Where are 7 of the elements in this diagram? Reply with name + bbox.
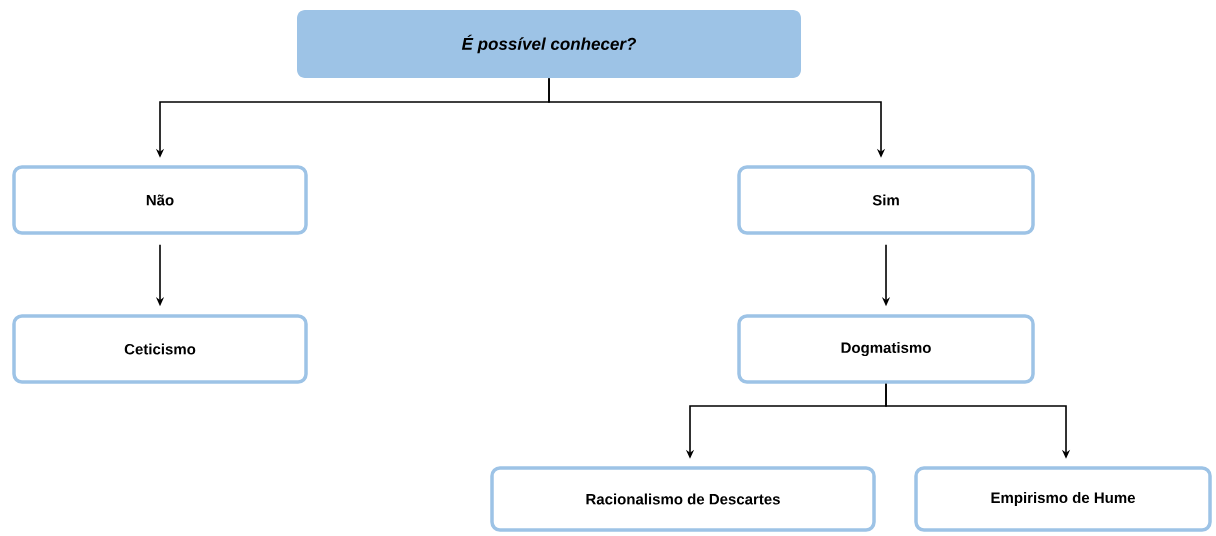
answer-box: Ceticismo <box>12 314 308 384</box>
answer-box: Sim <box>737 165 1035 235</box>
answer-box: Empirismo de Hume <box>914 466 1212 532</box>
question-box: É possível conhecer? <box>297 10 801 78</box>
answer-box: Dogmatismo <box>737 314 1035 384</box>
answer-box: Racionalismo de Descartes <box>490 466 876 532</box>
answer-box: Não <box>12 165 308 235</box>
